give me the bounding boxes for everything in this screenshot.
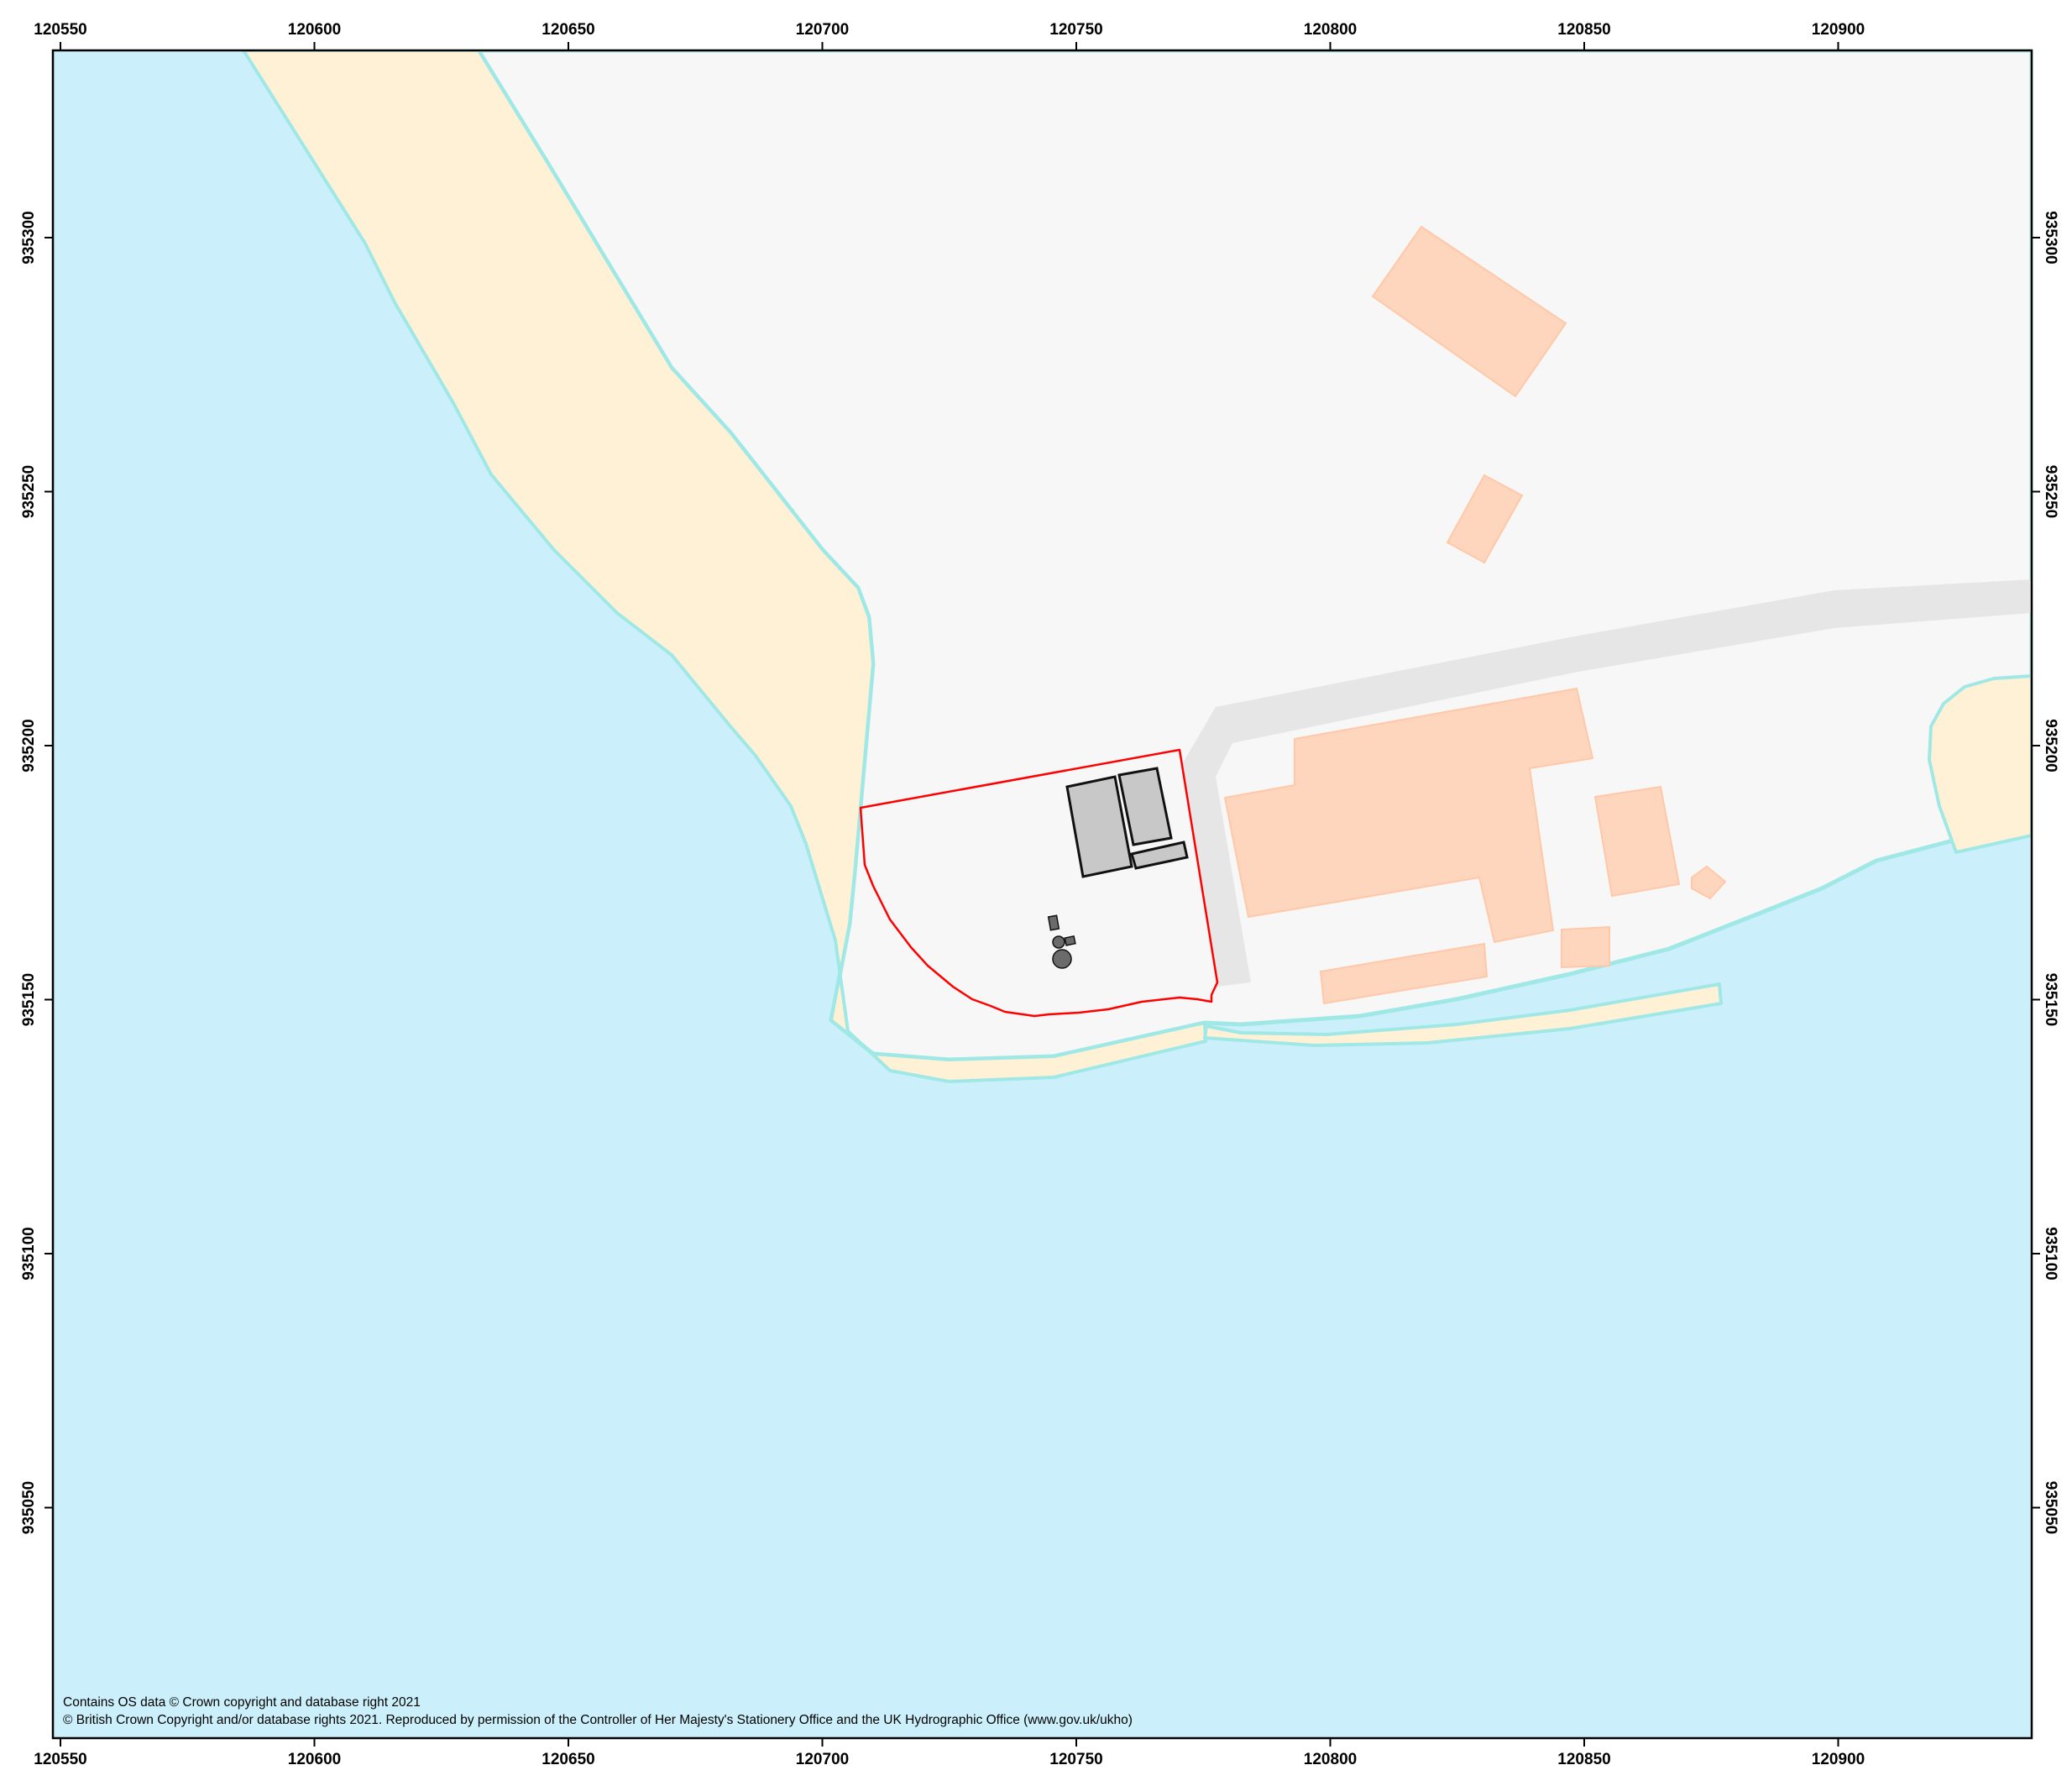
x-tick-label-bottom: 120700 <box>796 1751 849 1768</box>
site-equipment <box>1047 914 1076 969</box>
y-tick-label-right: 935100 <box>2042 1227 2059 1280</box>
y-tick-label-left: 935050 <box>20 1481 38 1534</box>
equipment-post <box>1047 914 1060 931</box>
equipment-tank <box>1052 949 1072 969</box>
x-tick-label-bottom: 120600 <box>288 1751 341 1768</box>
site-structure-1 <box>1065 775 1133 878</box>
x-tick-label-top: 120800 <box>1304 21 1357 39</box>
building-7 <box>1319 942 1489 1005</box>
site-structure-3 <box>1130 841 1189 870</box>
road <box>1182 579 2032 987</box>
x-tick-label-bottom: 120750 <box>1049 1751 1102 1768</box>
x-tick-label-top: 120700 <box>796 21 849 39</box>
x-tick-label-top: 120900 <box>1812 21 1865 39</box>
x-tick-label-bottom: 120850 <box>1557 1751 1610 1768</box>
y-tick-label-left: 935150 <box>20 973 38 1026</box>
building-6 <box>1561 925 1610 969</box>
building-4 <box>1593 785 1681 898</box>
x-tick-label-top: 120550 <box>34 21 86 39</box>
y-tick-label-left: 935100 <box>20 1227 38 1280</box>
credit-line-2: © British Crown Copyright and/or databas… <box>63 1713 1133 1727</box>
y-tick-label-left: 935200 <box>20 719 38 772</box>
x-tick-label-top: 120850 <box>1557 21 1610 39</box>
beach-west <box>242 50 1207 1083</box>
map-border <box>51 49 2033 1740</box>
y-tick-label-right: 935050 <box>2042 1481 2059 1534</box>
y-tick-label-left: 935250 <box>20 465 38 518</box>
equipment-box <box>1064 935 1076 946</box>
x-tick-label-bottom: 120900 <box>1812 1751 1865 1768</box>
building-1 <box>1371 225 1567 398</box>
credit-line-1: Contains OS data © Crown copyright and d… <box>63 1695 421 1710</box>
x-tick-label-bottom: 120550 <box>34 1751 86 1768</box>
building-5 <box>1691 865 1727 900</box>
beach-east <box>1928 674 2032 854</box>
equipment-small-tank <box>1052 935 1065 949</box>
building-2 <box>1446 474 1524 564</box>
x-tick-label-top: 120750 <box>1049 21 1102 39</box>
x-tick-label-bottom: 120650 <box>542 1751 594 1768</box>
beach-southeast <box>1203 982 1723 1047</box>
y-tick-label-right: 935250 <box>2042 465 2059 518</box>
map-body: Contains OS data © Crown copyright and d… <box>53 50 2032 1738</box>
x-tick-label-bottom: 120800 <box>1304 1751 1357 1768</box>
y-tick-label-right: 935200 <box>2042 719 2059 772</box>
site-structure-2 <box>1117 767 1173 846</box>
y-tick-label-left: 935300 <box>20 211 38 264</box>
site-boundary <box>859 748 1219 1018</box>
x-tick-label-top: 120600 <box>288 21 341 39</box>
x-tick-label-top: 120650 <box>542 21 594 39</box>
y-tick-label-right: 935300 <box>2042 211 2059 264</box>
y-tick-label-right: 935150 <box>2042 973 2059 1026</box>
building-3 <box>1223 687 1594 944</box>
grid-ticks: 120550 120550 120600 120600 120650 120650 1207… <box>20 21 2059 1768</box>
